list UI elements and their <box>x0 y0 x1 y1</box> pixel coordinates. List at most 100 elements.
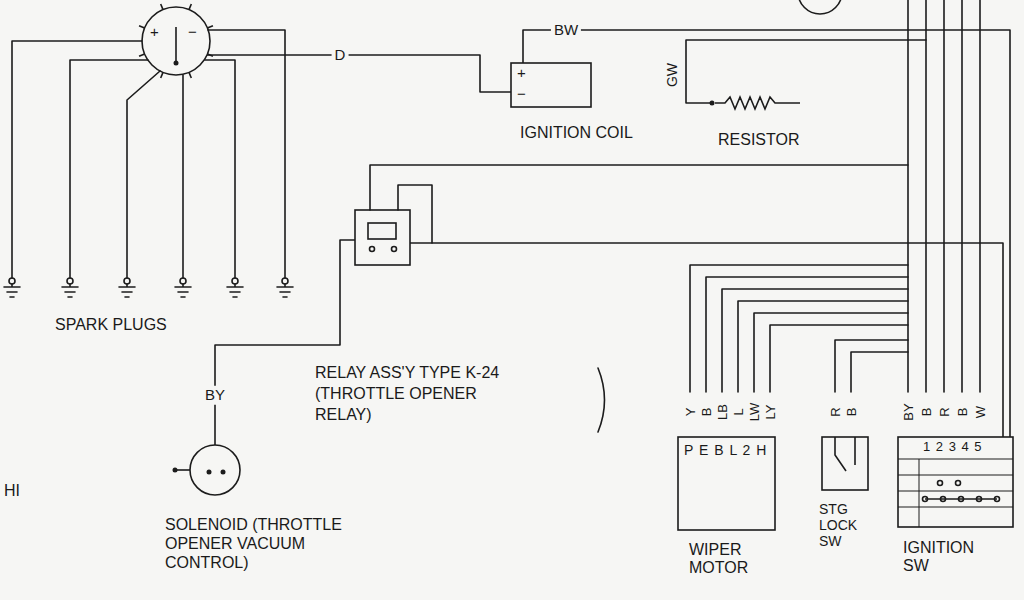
lock-switch-wire <box>835 340 908 392</box>
wire-color-code: B <box>956 408 969 417</box>
shape-group <box>710 97 801 109</box>
wire <box>523 30 1010 437</box>
terminal-dot <box>173 468 178 473</box>
terminal-dot <box>710 101 715 106</box>
part-label: SPARK PLUGS <box>55 317 167 333</box>
wire <box>410 243 1003 437</box>
wiper-wire <box>770 325 908 392</box>
terminal-dot <box>207 470 212 475</box>
terminal-sign: + <box>150 23 159 40</box>
harness-wire <box>979 0 981 392</box>
shape-group <box>139 4 213 78</box>
wiper-wire <box>738 301 908 392</box>
wire-color-code: R <box>938 407 951 416</box>
switch-contact <box>956 481 961 486</box>
wire-color-code: R <box>829 407 842 416</box>
distributor-spoke <box>139 26 145 28</box>
shape-group <box>822 437 868 490</box>
shape-group <box>898 437 1013 527</box>
relay-contact <box>392 247 397 252</box>
throttle-opener-solenoid: SOLENOID (THROTTLE OPENER VACUUM CONTROL… <box>165 440 365 590</box>
coil-box <box>511 63 591 107</box>
switch-grid <box>898 459 1013 527</box>
node-label: SOLENOID (THROTTLE OPENER VACUUM CONTROL… <box>165 515 350 573</box>
node-label: IGNITION SW <box>903 539 998 576</box>
spark-plug-wire <box>182 75 184 278</box>
distributor-cap <box>142 7 210 75</box>
wiper-motor-box <box>678 437 775 530</box>
rotor-dot <box>174 61 179 66</box>
wire-color-code: BW <box>551 21 581 40</box>
part-label: HI <box>4 483 20 499</box>
spark-plug-symbol <box>62 278 78 297</box>
steering-lock-switch: STG LOCK SW <box>815 435 890 560</box>
bracket <box>598 368 605 432</box>
distributor-spoke <box>207 26 213 28</box>
distributor-spoke <box>161 4 163 10</box>
wire-color-code: D <box>332 46 349 65</box>
wire-color-code: Y <box>684 408 697 417</box>
spark-plug-symbol <box>4 278 20 297</box>
solenoid-symbol <box>190 445 240 495</box>
switch-contact <box>995 497 1000 502</box>
relay-contact <box>370 247 375 252</box>
rotor <box>175 27 177 63</box>
harness-wire <box>925 0 927 392</box>
spark-plug-wire <box>12 41 142 278</box>
relay-wire <box>370 165 908 210</box>
spark-plug-symbol <box>227 278 243 297</box>
switch-contact <box>977 497 982 502</box>
wire-color-code: L <box>732 408 745 415</box>
spark-plug-wire <box>127 71 160 278</box>
wiper-motor: P E B L 2 H WIPER MOTOR <box>675 435 785 595</box>
spark-plug-wire <box>208 30 285 278</box>
wiper-wire <box>722 289 908 392</box>
distributor-spoke <box>207 54 213 56</box>
wire-color-code: GW <box>665 63 679 87</box>
wire-color-code: W <box>974 406 987 418</box>
relay-coil <box>368 223 396 239</box>
terminal-sign: + <box>517 64 526 81</box>
wiper-wire <box>754 313 908 392</box>
wire <box>207 55 511 92</box>
node-label: IGNITION COIL <box>520 124 690 142</box>
relay-wire <box>398 185 432 243</box>
wire-color-code: LW <box>748 403 761 422</box>
shape-group <box>678 437 775 530</box>
harness-wire <box>961 0 963 392</box>
terminal-dot <box>221 470 226 475</box>
shape-group <box>511 63 591 107</box>
harness-wire <box>907 0 909 392</box>
terminal-sign: − <box>517 85 526 102</box>
wire-color-code: LB <box>716 404 729 420</box>
node-label: P E B L 2 H <box>684 442 767 458</box>
node-label: RELAY ASS'Y TYPE K-24 (THROTTLE OPENER R… <box>315 363 520 425</box>
ignition-switch-box <box>898 437 1013 527</box>
throttle-opener-relay: RELAY ASS'Y TYPE K-24 (THROTTLE OPENER R… <box>300 205 610 440</box>
switch-contact <box>941 497 946 502</box>
wire-color-code: B <box>920 408 933 417</box>
switch-contact <box>959 497 964 502</box>
throttle-opener-relay-shape <box>300 205 610 440</box>
node-label: STG LOCK SW <box>819 501 874 549</box>
resistor-symbol <box>715 97 800 109</box>
distributor-spoke <box>189 72 191 78</box>
spark-plug-symbol <box>175 278 191 297</box>
wiper-wire <box>690 265 908 392</box>
spark-plug-symbol <box>277 278 293 297</box>
terminal-sign: − <box>188 23 197 40</box>
harness-wire <box>943 0 945 392</box>
wire-color-code: B <box>845 408 858 417</box>
wire-color-code: B <box>700 408 713 417</box>
node-label: WIPER MOTOR <box>689 541 769 578</box>
wiper-wire <box>706 277 908 392</box>
distributor-shape <box>140 5 212 77</box>
spark-plug-wire <box>205 60 235 278</box>
resistor: RESISTOR <box>705 88 835 158</box>
switch-contact <box>938 481 943 486</box>
wire-color-code: BY <box>902 403 915 420</box>
shape-group <box>173 445 241 495</box>
